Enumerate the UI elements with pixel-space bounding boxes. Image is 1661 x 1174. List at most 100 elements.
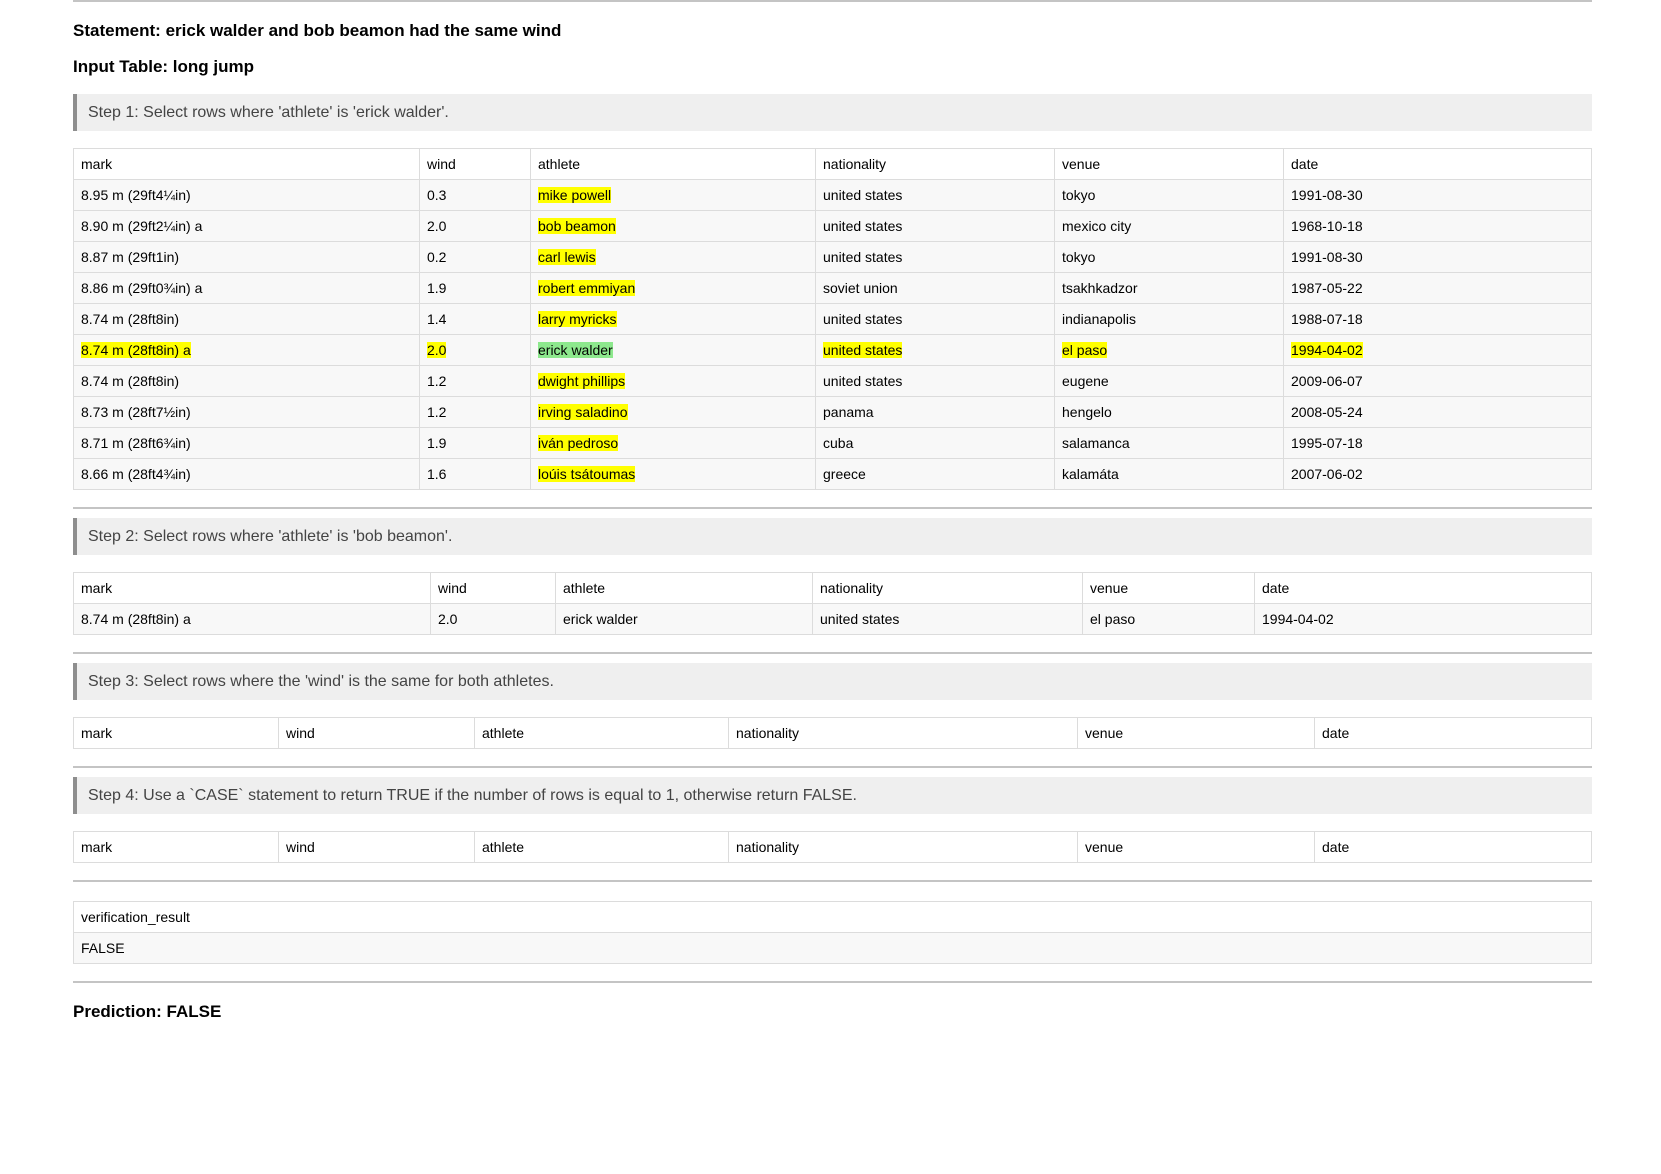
cell-mark: 8.73 m (28ft7½in) [73,396,420,428]
cell-athlete: carl lewis [530,241,816,273]
highlighted-text: 2.0 [427,342,447,358]
cell-venue: mexico city [1054,210,1284,242]
cell-venue: salamanca [1054,427,1284,459]
result-value-cell: FALSE [73,932,1592,964]
cell-mark: 8.87 m (29ft1in) [73,241,420,273]
cell-wind: 1.2 [419,365,531,397]
cell-mark: 8.71 m (28ft6¾in) [73,427,420,459]
cell-wind: 1.9 [419,272,531,304]
step-4-header: Step 4: Use a `CASE` statement to return… [73,777,1592,814]
cell-nationality: united states [815,210,1055,242]
column-header-nationality: nationality [728,717,1078,749]
cell-venue: tsakhkadzor [1054,272,1284,304]
cell-venue: eugene [1054,365,1284,397]
cell-venue: kalamáta [1054,458,1284,490]
cell-date: 1994-04-02 [1254,603,1592,635]
cell-date: 2008-05-24 [1283,396,1592,428]
cell-nationality: cuba [815,427,1055,459]
cell-venue: tokyo [1054,179,1284,211]
highlighted-text: 1994-04-02 [1291,342,1363,358]
column-header-venue: venue [1082,572,1255,604]
cell-nationality: united states [815,334,1055,366]
highlighted-text: irving saladino [538,404,628,420]
column-header-venue: venue [1077,831,1315,863]
cell-mark: 8.74 m (28ft8in) a [73,334,420,366]
step-3-header: Step 3: Select rows where the 'wind' is … [73,663,1592,700]
highlighted-text: mike powell [538,187,612,203]
highlighted-text: 8.74 m (28ft8in) a [81,342,191,358]
cell-date: 1995-07-18 [1283,427,1592,459]
cell-athlete: iván pedroso [530,427,816,459]
cell-nationality: united states [815,241,1055,273]
divider [73,766,1592,768]
statement: Statement: erick walder and bob beamon h… [73,21,562,40]
divider [73,880,1592,882]
cell-wind: 1.9 [419,427,531,459]
column-header-date: date [1314,717,1592,749]
highlighted-text: bob beamon [538,218,616,234]
highlighted-text: robert emmiyan [538,280,636,296]
cell-date: 2007-06-02 [1283,458,1592,490]
highlighted-text: loúis tsátoumas [538,466,636,482]
cell-athlete: erick walder [530,334,816,366]
column-header-wind: wind [278,717,475,749]
highlighted-text: iván pedroso [538,435,619,451]
column-header-mark: mark [73,717,279,749]
cell-wind: 2.0 [419,210,531,242]
table-row: 8.66 m (28ft4¾in)1.6 loúis tsátoumas greec… [73,458,1592,490]
column-header-wind: wind [430,572,556,604]
cell-nationality: united states [815,179,1055,211]
cell-date: 1968-10-18 [1283,210,1592,242]
divider [73,981,1592,983]
column-header-wind: wind [419,148,531,180]
cell-athlete: larry myricks [530,303,816,335]
cell-mark: 8.74 m (28ft8in) [73,303,420,335]
cell-athlete: bob beamon [530,210,816,242]
cell-athlete: irving saladino [530,396,816,428]
column-header-venue: venue [1077,717,1315,749]
cell-mark: 8.74 m (28ft8in) a [73,603,431,635]
highlighted-text: el paso [1062,342,1108,358]
highlighted-text: carl lewis [538,249,596,265]
divider [73,652,1592,654]
cell-venue: el paso [1054,334,1284,366]
table-row: 8.73 m (28ft7½in)1.2 irving saladino panam… [73,396,1592,428]
column-header-mark: mark [73,148,420,180]
divider [73,507,1592,509]
cell-mark: 8.90 m (29ft2¼in) a [73,210,420,242]
cell-athlete: mike powell [530,179,816,211]
cell-wind: 1.6 [419,458,531,490]
cell-athlete: loúis tsátoumas [530,458,816,490]
prediction: Prediction: FALSE [73,1002,222,1021]
cell-mark: 8.66 m (28ft4¾in) [73,458,420,490]
column-header-athlete: athlete [474,831,729,863]
cell-nationality: united states [815,303,1055,335]
cell-nationality: soviet union [815,272,1055,304]
column-header-wind: wind [278,831,475,863]
cell-nationality: united states [812,603,1083,635]
cell-venue: tokyo [1054,241,1284,273]
cell-nationality: panama [815,396,1055,428]
result-table: verification_result FALSE [73,901,1592,964]
result-header-cell: verification_result [73,901,1592,933]
cell-date: 1987-05-22 [1283,272,1592,304]
cell-date: 1991-08-30 [1283,241,1592,273]
cell-athlete: robert emmiyan [530,272,816,304]
column-header-nationality: nationality [812,572,1083,604]
cell-nationality: greece [815,458,1055,490]
cell-wind: 1.2 [419,396,531,428]
